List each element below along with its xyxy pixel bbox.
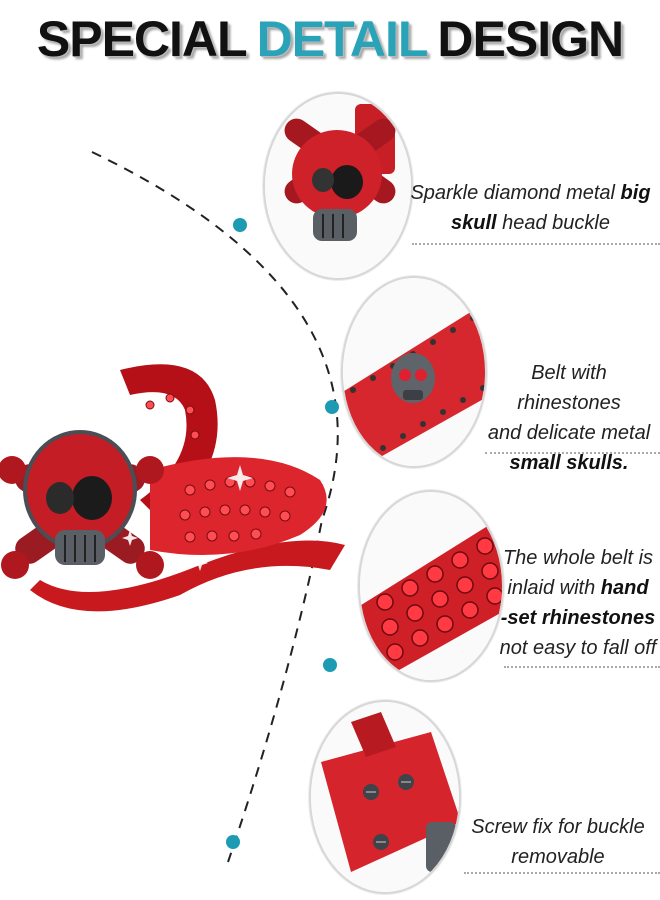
feature-4-image	[309, 700, 461, 894]
feature-2-image	[341, 276, 487, 468]
feature-3-underline	[504, 666, 660, 668]
arc-dot-1	[233, 218, 247, 232]
feature-4-line-1: Screw fix for buckle	[471, 816, 645, 838]
headline-detail: DETAIL	[256, 11, 429, 67]
feature-3-line-1: The whole belt is	[502, 547, 654, 569]
feature-1-line-1: Sparkle diamond metal big	[410, 182, 651, 204]
feature-3-line-4: not easy to fall off	[499, 637, 657, 659]
feature-1-image	[263, 92, 413, 280]
feature-1-underline	[412, 243, 660, 245]
headline-special: SPECIAL	[36, 11, 248, 67]
feature-4-caption: Screw fix for buckle removable	[458, 812, 658, 872]
belt-product-image	[0, 364, 345, 612]
arc-dot-3	[323, 658, 337, 672]
feature-2-line-3: small skulls.	[509, 452, 629, 474]
arc-dot-2	[325, 400, 339, 414]
skull-buckle	[0, 430, 164, 579]
headline-design: DESIGN	[437, 11, 624, 67]
feature-3-line-3: -set rhinestones	[500, 607, 656, 629]
feature-1-caption: Sparkle diamond metal big skull head buc…	[403, 178, 658, 238]
feature-1-line-2: skull head buckle	[451, 212, 610, 234]
belt-strap	[30, 540, 345, 612]
feature-2-caption: Belt with rhinestones and delicate metal…	[480, 358, 658, 478]
feature-4-line-2: removable	[511, 846, 605, 868]
feature-3-caption: The whole belt is inlaid with hand -set …	[498, 543, 658, 663]
belt-coil-front	[150, 457, 327, 555]
feature-2-line-1: Belt with rhinestones	[517, 362, 621, 414]
feature-4-underline	[464, 872, 660, 874]
feature-3-line-2: inlaid with hand	[507, 577, 649, 599]
feature-3-image	[358, 490, 504, 682]
feature-2-underline	[485, 452, 660, 454]
feature-2-line-2: and delicate metal	[487, 422, 651, 444]
arc-dot-4	[226, 835, 240, 849]
sparkles	[122, 465, 253, 571]
dashed-arc	[91, 151, 339, 863]
